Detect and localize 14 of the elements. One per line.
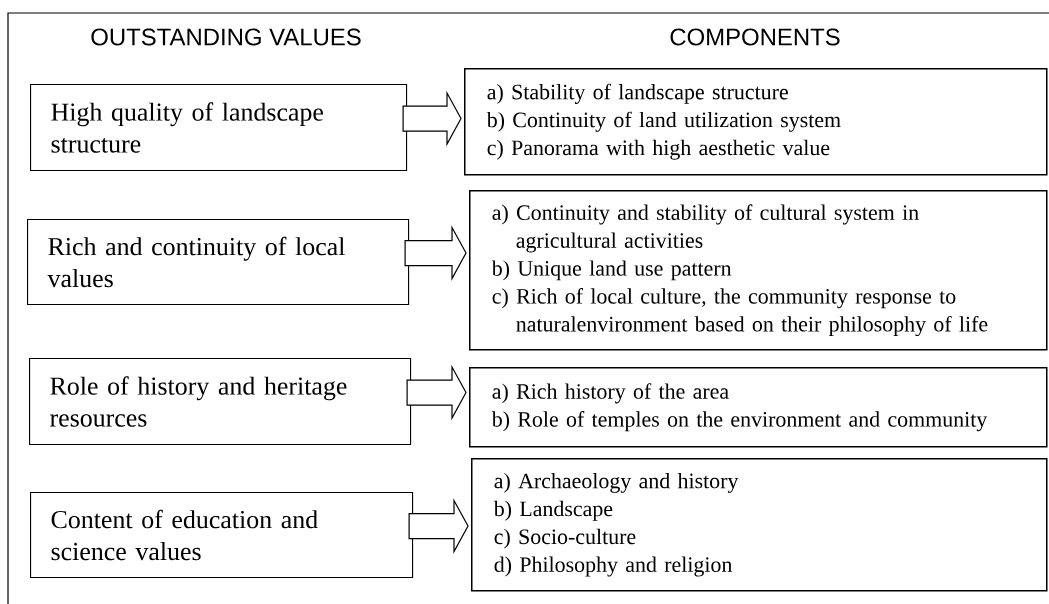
value-box: High quality of landscape structure [30, 84, 408, 172]
component-box: a) Rich history of the area b) Role of temples on the environment and community [469, 367, 1048, 448]
column-heading: COMPONENTS [670, 28, 840, 46]
block-arrow [408, 498, 469, 554]
component-box: a) Archaeology and history b) Landscape c) Socio-culture d) Philosophy and religion [471, 458, 1048, 592]
component-box: a) Continuity and stability of cultural system in agricultural activities b) Unique land use pattern c) Rich of local culture, the community response to naturalenvironment based on their philosophy of life [469, 190, 1048, 351]
value-box: Content of education and science values [30, 492, 414, 579]
block-arrow [406, 364, 467, 421]
value-box: Rich and continuity of local values [27, 219, 410, 306]
block-arrow [402, 90, 462, 147]
value-box: Role of history and heritage resources [29, 358, 412, 446]
column-heading: OUTSTANDING VALUES [91, 28, 361, 46]
block-arrow [404, 225, 467, 281]
component-box: a) Stability of landscape structure b) Continuity of land utilization system c) Panorama with high aesthetic value [464, 68, 1048, 176]
